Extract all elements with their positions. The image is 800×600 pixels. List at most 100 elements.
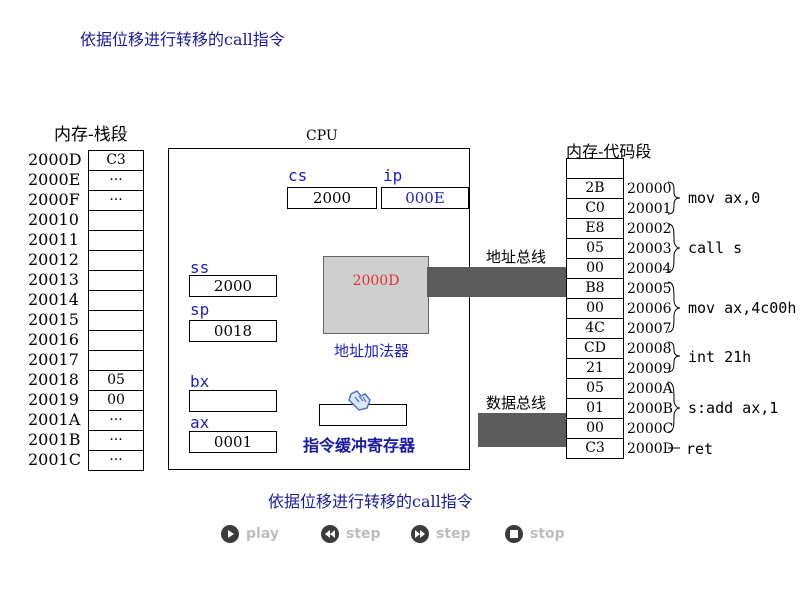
code-address: 20009: [627, 361, 672, 377]
stack-segment-title: 内存-栈段: [54, 125, 128, 145]
step-forward-label: step: [436, 526, 471, 542]
code-address: 20005: [627, 281, 672, 297]
sp-label: sp: [190, 300, 210, 319]
ip-register: 000E: [381, 187, 469, 209]
stack-cell: 05: [89, 371, 143, 391]
data-bus: [478, 413, 567, 447]
code-cell: 05: [567, 239, 623, 259]
stack-cell: [89, 211, 143, 231]
stack-address: 20015: [28, 310, 79, 329]
ip-label: ip: [383, 166, 403, 185]
code-cell: 01: [567, 399, 623, 419]
code-segment-title: 内存-代码段: [566, 142, 652, 161]
ax-register: 0001: [189, 431, 277, 453]
stack-cell: ···: [89, 191, 143, 211]
stack-address: 2000D: [28, 150, 82, 169]
rewind-icon: [321, 525, 339, 543]
code-address-column: 20000 20001 20002 20003 20004 20005 20006 20007…: [627, 179, 674, 459]
stack-cell: ···: [89, 411, 143, 431]
address-adder: 2000D: [323, 256, 429, 334]
stack-address: 20016: [28, 330, 79, 349]
stack-address: 20018: [28, 370, 79, 389]
instruction-label: int 21h: [688, 348, 752, 366]
sp-register: 0018: [189, 320, 277, 342]
stack-cell: ···: [109, 452, 123, 468]
page-title: 依据位移进行转移的call指令: [80, 30, 285, 49]
code-address: 20006: [627, 301, 672, 317]
step-forward-button[interactable]: step: [410, 524, 471, 544]
stack-cell: [89, 231, 143, 251]
play-button[interactable]: play: [220, 524, 279, 544]
step-back-button[interactable]: step: [320, 524, 381, 544]
stack-address: 2000E: [28, 170, 81, 189]
code-address: 20001: [627, 201, 672, 217]
play-label: play: [246, 526, 279, 542]
address-adder-label: 地址加法器: [334, 342, 410, 360]
code-cell: C0: [567, 199, 623, 219]
ss-register: 2000: [189, 275, 277, 297]
stack-address: 20017: [28, 350, 79, 369]
bx-register: [189, 390, 277, 412]
stack-cell: ···: [89, 431, 143, 451]
code-cell: C3: [585, 440, 605, 456]
instruction-label: ret: [686, 440, 714, 458]
code-cell: 21: [567, 359, 623, 379]
hand-pointer-icon: [348, 390, 371, 411]
code-address: 20007: [627, 321, 672, 337]
code-address: 20000: [627, 181, 672, 197]
code-cell: 05: [567, 379, 623, 399]
address-bus: [427, 267, 567, 297]
code-address: 2000B: [627, 401, 673, 417]
cs-register: 2000: [287, 187, 377, 209]
play-icon: [221, 525, 239, 543]
stack-address: 2001A: [28, 410, 81, 429]
stack-cell: 00: [89, 391, 143, 411]
caption: 依据位移进行转移的call指令: [268, 492, 473, 511]
instruction-braces: [667, 181, 681, 449]
stack-cell: [89, 271, 143, 291]
code-cell: E8: [567, 219, 623, 239]
ax-label: ax: [190, 413, 210, 432]
instruction-label: mov ax,0: [688, 189, 761, 207]
stack-cell: [89, 331, 143, 351]
adder-value: 2000D: [352, 273, 400, 289]
stack-address: 20019: [28, 390, 79, 409]
cpu-box: [168, 148, 470, 470]
stack-cell: ···: [89, 171, 143, 191]
stack-address: 20010: [28, 210, 79, 229]
ss-label: ss: [190, 258, 210, 277]
code-address: 2000D: [627, 441, 674, 457]
address-bus-label: 地址总线: [486, 248, 547, 266]
code-address: 20004: [627, 261, 672, 277]
code-address: 2000A: [627, 381, 673, 397]
code-cell: 2B: [567, 179, 623, 199]
stack-address: 2001B: [28, 430, 81, 449]
stack-address: 20012: [28, 250, 79, 269]
code-cell: 00: [567, 419, 623, 439]
stack-address: 20014: [28, 290, 79, 309]
stop-label: stop: [530, 526, 565, 542]
stack-address: 20011: [28, 230, 79, 249]
fast-forward-icon: [411, 525, 429, 543]
instruction-label: call s: [688, 239, 743, 257]
code-cell: [567, 159, 623, 179]
stop-button[interactable]: stop: [504, 524, 565, 544]
step-back-label: step: [346, 526, 381, 542]
code-cell: 4C: [567, 319, 623, 339]
instruction-buffer-label: 指令缓冲寄存器: [303, 436, 416, 455]
code-address: 20003: [627, 241, 672, 257]
stack-cell: C3: [89, 151, 143, 171]
stack-cell: [89, 311, 143, 331]
code-cell: B8: [567, 279, 623, 299]
code-address: 2000C: [627, 421, 674, 437]
code-address: 20008: [627, 341, 672, 357]
code-address: 20002: [627, 221, 672, 237]
stack-cell: [89, 351, 143, 371]
code-cell: 00: [567, 259, 623, 279]
instruction-label: s:add ax,1: [688, 399, 779, 417]
stop-icon: [505, 525, 523, 543]
code-cell: 00: [567, 299, 623, 319]
